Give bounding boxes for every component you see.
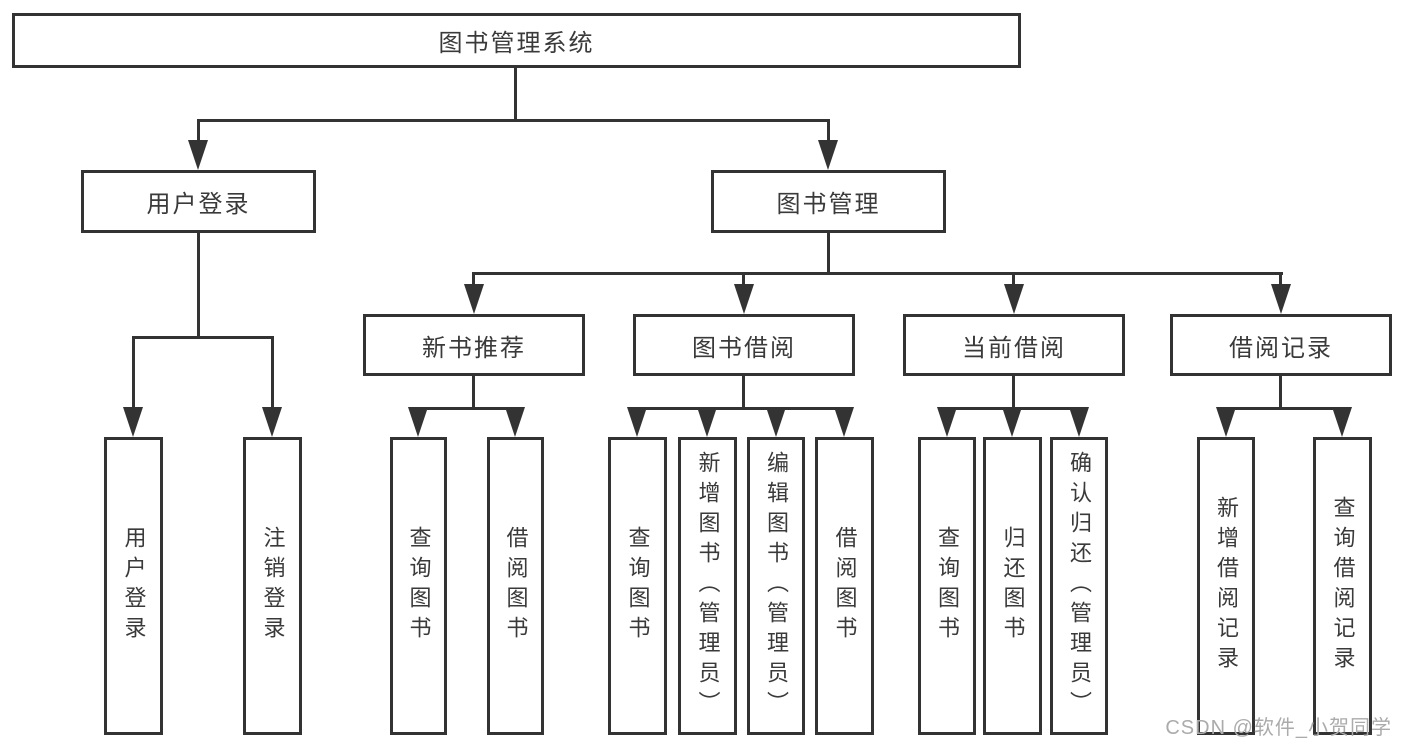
node-book-borrow-label: 图书借阅 (692, 334, 796, 362)
leaf-user-login-label: 用户登录 (121, 526, 147, 646)
leaf-confirm-return-admin: 确认归还（管理员） (1050, 437, 1108, 735)
arrowhead-down-icon (734, 284, 754, 314)
connector-line (636, 407, 846, 410)
connector-line (1279, 376, 1282, 410)
leaf-user-login: 用户登录 (104, 437, 163, 735)
node-user-login: 用户登录 (81, 170, 316, 233)
leaf-add-borrow-record-label: 新增借阅记录 (1214, 496, 1239, 676)
leaf-add-borrow-record: 新增借阅记录 (1197, 437, 1255, 735)
leaf-query-book-2: 查询图书 (608, 437, 667, 735)
leaf-borrow-book-2-label: 借阅图书 (832, 526, 858, 646)
arrowhead-down-icon (464, 284, 484, 314)
connector-line (132, 336, 135, 409)
leaf-query-book-3-label: 查询图书 (935, 526, 960, 646)
connector-line (472, 272, 1283, 275)
arrowhead-down-icon (188, 140, 208, 170)
node-book-management-label: 图书管理 (776, 191, 881, 218)
leaf-borrow-book-1-label: 借阅图书 (503, 526, 529, 646)
connector-line (514, 68, 517, 121)
arrowhead-down-icon (766, 407, 786, 437)
connector-line (417, 407, 518, 410)
leaf-query-book-1: 查询图书 (390, 437, 447, 735)
connector-line (472, 272, 475, 286)
arrowhead-down-icon (627, 407, 647, 437)
leaf-logout-label: 注销登录 (260, 526, 286, 646)
node-root-label: 图书管理系统 (438, 30, 595, 57)
connector-line (827, 119, 830, 142)
arrowhead-down-icon (262, 407, 282, 437)
leaf-borrow-book-2: 借阅图书 (815, 437, 874, 735)
leaf-return-book: 归还图书 (983, 437, 1042, 735)
leaf-query-borrow-record-label: 查询借阅记录 (1330, 496, 1356, 676)
leaf-query-borrow-record: 查询借阅记录 (1313, 437, 1372, 735)
connector-line (197, 233, 200, 338)
connector-line (197, 119, 830, 122)
arrowhead-down-icon (1332, 407, 1352, 437)
node-root: 图书管理系统 (12, 13, 1021, 68)
arrowhead-down-icon (1002, 407, 1022, 437)
leaf-edit-book-admin-label: 编辑图书（管理员） (764, 451, 789, 721)
connector-line (827, 233, 830, 274)
arrowhead-down-icon (1216, 407, 1236, 437)
node-book-borrow: 图书借阅 (633, 314, 855, 376)
leaf-confirm-return-admin-label: 确认归还（管理员） (1067, 451, 1092, 721)
node-borrow-records-label: 借阅记录 (1229, 334, 1333, 362)
leaf-query-book-3: 查询图书 (918, 437, 976, 735)
leaf-edit-book-admin: 编辑图书（管理员） (747, 437, 805, 735)
node-current-borrow-label: 当前借阅 (962, 334, 1066, 362)
connector-line (742, 272, 745, 286)
leaf-return-book-label: 归还图书 (1000, 526, 1026, 646)
connector-line (1012, 272, 1015, 286)
arrowhead-down-icon (408, 407, 428, 437)
node-user-login-label: 用户登录 (146, 191, 251, 218)
arrowhead-down-icon (505, 407, 525, 437)
connector-line (1279, 272, 1282, 286)
leaf-query-book-2-label: 查询图书 (625, 526, 651, 646)
leaf-add-book-admin-label: 新增图书（管理员） (695, 451, 721, 721)
arrowhead-down-icon (1069, 407, 1089, 437)
leaf-logout: 注销登录 (243, 437, 302, 735)
leaf-query-book-1-label: 查询图书 (406, 526, 432, 646)
csdn-watermark: CSDN @软件_小贺同学 (1165, 717, 1392, 739)
node-borrow-records: 借阅记录 (1170, 314, 1392, 376)
node-new-book-recommend-label: 新书推荐 (422, 334, 526, 362)
arrowhead-down-icon (1271, 284, 1291, 314)
arrowhead-down-icon (818, 140, 838, 170)
connector-line (1012, 376, 1015, 410)
node-book-management: 图书管理 (711, 170, 946, 233)
leaf-add-book-admin: 新增图书（管理员） (678, 437, 737, 735)
arrowhead-down-icon (697, 407, 717, 437)
arrowhead-down-icon (123, 407, 143, 437)
node-new-book-recommend: 新书推荐 (363, 314, 585, 376)
connector-line (472, 376, 475, 410)
connector-line (1224, 407, 1344, 410)
connector-line (132, 336, 274, 339)
connector-line (742, 376, 745, 410)
arrowhead-down-icon (1004, 284, 1024, 314)
arrowhead-down-icon (834, 407, 854, 437)
connector-line (197, 119, 200, 142)
arrowhead-down-icon (937, 407, 957, 437)
leaf-borrow-book-1: 借阅图书 (487, 437, 544, 735)
node-current-borrow: 当前借阅 (903, 314, 1125, 376)
connector-line (271, 336, 274, 409)
